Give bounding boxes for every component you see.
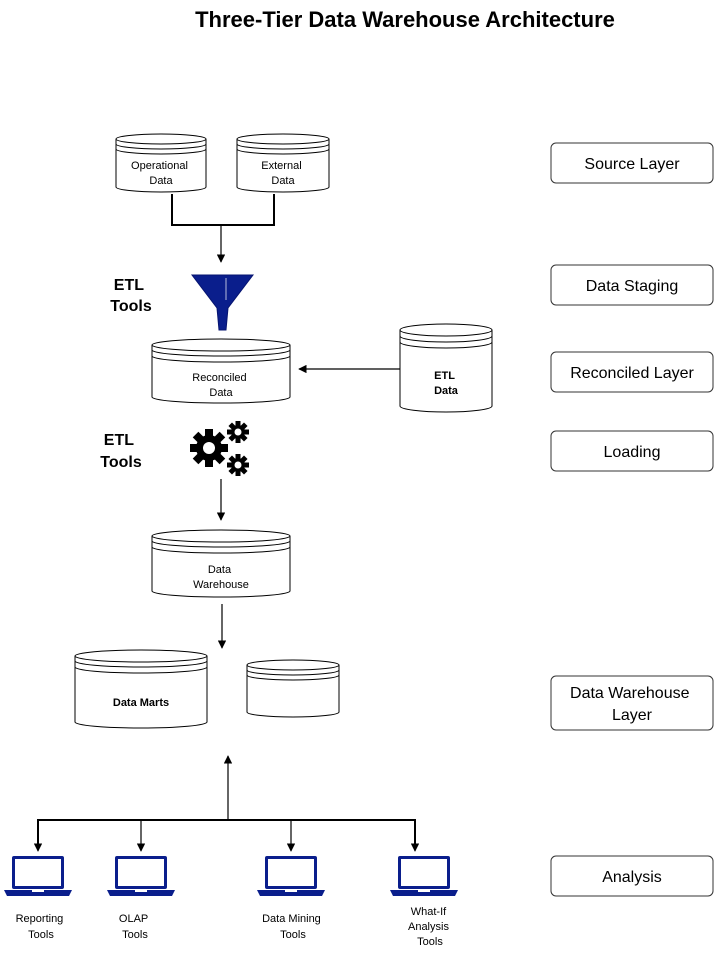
etl-tools-label-top: ETL Tools — [110, 277, 152, 315]
layer-box-analysis: Analysis — [550, 855, 714, 897]
gears-icon — [190, 421, 249, 476]
what-if-analysis-tools-label: What-If Analysis Tools — [408, 906, 452, 948]
etl-data-label: ETL Data — [434, 370, 459, 397]
layer-box-reconciled: Reconciled Layer — [550, 351, 714, 393]
data-marts-label: Data Marts — [113, 697, 169, 709]
olap-tools-label: OLAP Tools — [119, 913, 151, 941]
data-warehouse-db — [151, 529, 291, 598]
layer-box-warehouse: Data Warehouse Layer — [550, 675, 714, 731]
external-data-db — [236, 133, 330, 193]
external-data-label: External Data — [261, 160, 304, 187]
layer-box-staging: Data Staging — [550, 264, 714, 306]
svg-text:Source Layer: Source Layer — [584, 156, 680, 173]
reporting-tools-label: Reporting Tools — [16, 913, 67, 941]
page-title: Three-Tier Data Warehouse Architecture — [195, 7, 615, 32]
layer-box-source: Source Layer — [550, 142, 714, 184]
svg-text:Reconciled Layer: Reconciled Layer — [570, 365, 694, 382]
laptop-icon — [257, 856, 325, 896]
svg-text:Analysis: Analysis — [602, 869, 662, 886]
funnel-icon — [190, 274, 255, 331]
data-marts-db — [74, 649, 208, 729]
laptop-icon — [390, 856, 458, 896]
reconciled-data-label: Reconciled Data — [192, 372, 249, 399]
svg-text:Data Warehouse Layer: Data Warehouse Layer — [570, 685, 694, 724]
operational-data-label: Operational Data — [131, 160, 191, 187]
svg-text:Data Staging: Data Staging — [586, 278, 679, 295]
data-mart-db-2 — [246, 659, 340, 718]
layer-box-loading: Loading — [550, 430, 714, 472]
data-mining-tools-label: Data Mining Tools — [262, 913, 324, 941]
etl-tools-label-bottom: ETL Tools — [100, 432, 142, 471]
etl-data-db — [399, 323, 493, 413]
laptop-icon — [107, 856, 175, 896]
operational-data-db — [115, 133, 207, 193]
source-merge-connector — [171, 194, 275, 226]
analysis-branch-connector — [37, 819, 416, 848]
data-warehouse-label: Data Warehouse — [193, 564, 249, 591]
svg-text:Loading: Loading — [604, 444, 661, 461]
laptop-icon — [4, 856, 72, 896]
reconciled-data-db — [151, 338, 291, 404]
